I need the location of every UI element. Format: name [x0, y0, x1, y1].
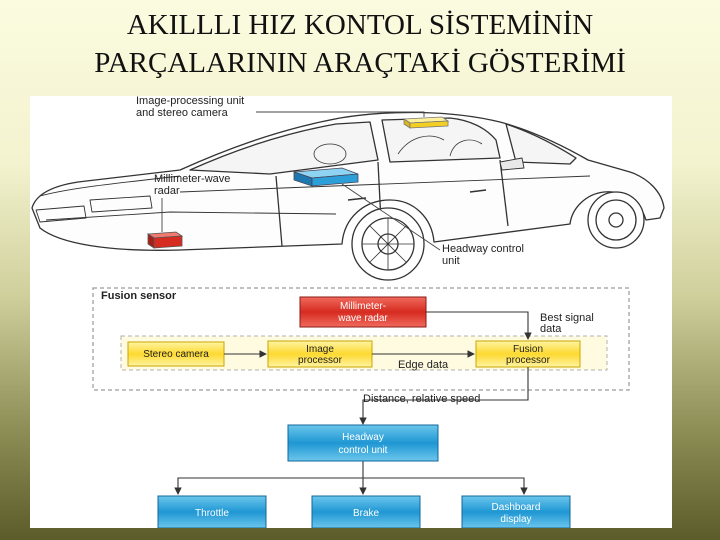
fusion-sensor-label: Fusion sensor: [101, 290, 177, 302]
label-headway-1: Headway control: [442, 243, 524, 255]
distance-speed-label: Distance, relative speed: [363, 393, 480, 405]
dashboard-display-block: Dashboard display: [461, 495, 571, 528]
brake-label: Brake: [353, 508, 380, 519]
best-signal-line-2: data: [540, 323, 562, 335]
dashboard-line-1: Dashboard: [492, 502, 541, 513]
label-headway-2: unit: [442, 255, 460, 267]
slide-title: AKILLLI HIZ KONTOL SİSTEMİNİN PARÇALARIN…: [0, 6, 720, 82]
headway-block-line-1: Headway: [342, 432, 384, 443]
headway-block-line-2: control unit: [339, 445, 388, 456]
headway-control-unit-block: Headway control unit: [287, 424, 439, 462]
car-callouts: Image-processing unit and stereo camera …: [136, 96, 524, 267]
image-processor-block: Image processor: [267, 340, 373, 368]
throttle-label: Throttle: [195, 508, 229, 519]
fusion-arrows: [174, 311, 532, 495]
fusion-processor-block: Fusion processor: [475, 340, 581, 368]
image-processing-unit-box: [402, 116, 450, 129]
front-wheel: [351, 207, 425, 281]
radar-block-line-1: Millimeter-: [340, 301, 386, 312]
headway-control-unit-box: [293, 167, 359, 187]
fusion-processor-line-1: Fusion: [513, 344, 543, 355]
label-image-processing-2: and stereo camera: [136, 107, 229, 119]
car-front-window: [381, 117, 501, 163]
throttle-block: Throttle: [157, 495, 267, 528]
image-processor-line-2: processor: [298, 355, 343, 366]
title-line-2: PARÇALARININ ARAÇTAKİ GÖSTERİMİ: [94, 47, 626, 79]
label-radar-1: Millimeter-wave: [154, 173, 230, 185]
fusion-sensor-border: [92, 287, 630, 391]
dashboard-line-2: display: [500, 514, 531, 525]
label-radar-2: radar: [154, 185, 180, 197]
system-figure: Image-processing unit and stereo camera …: [30, 96, 672, 528]
car-illustration: [31, 111, 665, 281]
image-processor-line-1: Image: [306, 344, 334, 355]
title-line-1: AKILLLI HIZ KONTOL SİSTEMİNİN: [126, 9, 594, 41]
stereo-camera-label: Stereo camera: [143, 349, 209, 360]
rear-wheel: [587, 191, 645, 249]
system-diagram-svg: Image-processing unit and stereo camera …: [31, 96, 665, 528]
fusion-processor-line-2: processor: [506, 355, 551, 366]
car-windshield: [189, 121, 379, 175]
best-signal-line-1: Best signal: [540, 312, 594, 324]
radar-block: Millimeter- wave radar: [299, 296, 427, 328]
label-image-processing-1: Image-processing unit: [136, 96, 244, 107]
brake-block: Brake: [311, 495, 421, 528]
stereo-camera-block: Stereo camera: [127, 341, 225, 367]
radar-block-line-2: wave radar: [337, 313, 388, 324]
edge-data-label: Edge data: [398, 359, 449, 371]
millimeter-wave-radar-box: [146, 231, 184, 249]
car-rear-window: [505, 123, 577, 165]
